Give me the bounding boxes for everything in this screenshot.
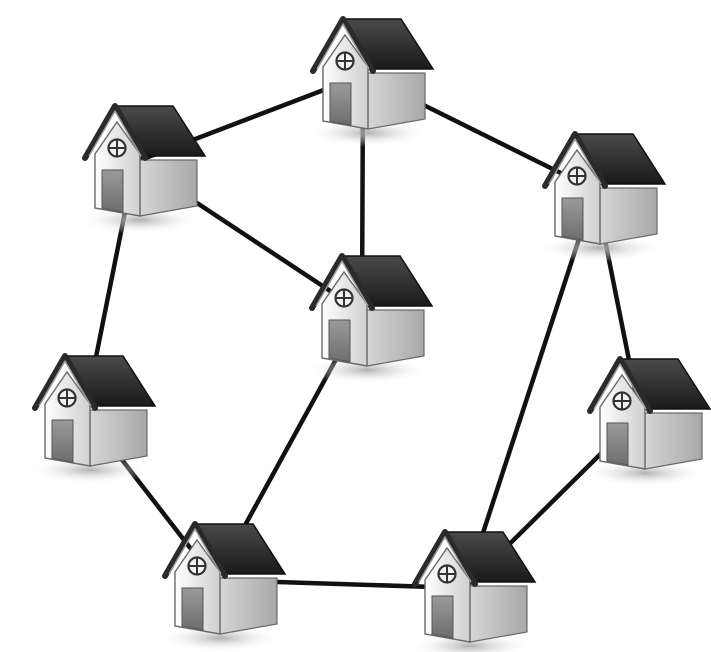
house-bottom-right-house-icon	[408, 532, 535, 652]
house-side-wall	[140, 160, 197, 216]
house-door	[329, 320, 350, 362]
house-nodes	[28, 19, 710, 652]
house-side-wall	[368, 73, 425, 129]
house-door	[182, 588, 203, 630]
house-left-house-icon	[28, 356, 155, 484]
house-center-house-icon	[305, 256, 432, 384]
house-side-wall	[645, 413, 702, 469]
house-side-wall	[470, 586, 527, 642]
house-side-wall	[220, 578, 277, 634]
house-door	[607, 423, 628, 465]
house-door	[330, 83, 351, 125]
house-top-house-icon	[306, 19, 433, 147]
house-door	[52, 420, 73, 462]
house-upper-right-house-icon	[538, 134, 665, 262]
house-side-wall	[367, 310, 424, 366]
house-side-wall	[600, 188, 657, 244]
house-door	[102, 170, 123, 212]
house-side-wall	[90, 410, 147, 466]
house-upper-left-house-icon	[78, 106, 205, 234]
house-door	[432, 596, 453, 638]
house-right-house-icon	[583, 359, 710, 487]
house-door	[562, 198, 583, 240]
house-bottom-left-house-icon	[158, 524, 285, 652]
